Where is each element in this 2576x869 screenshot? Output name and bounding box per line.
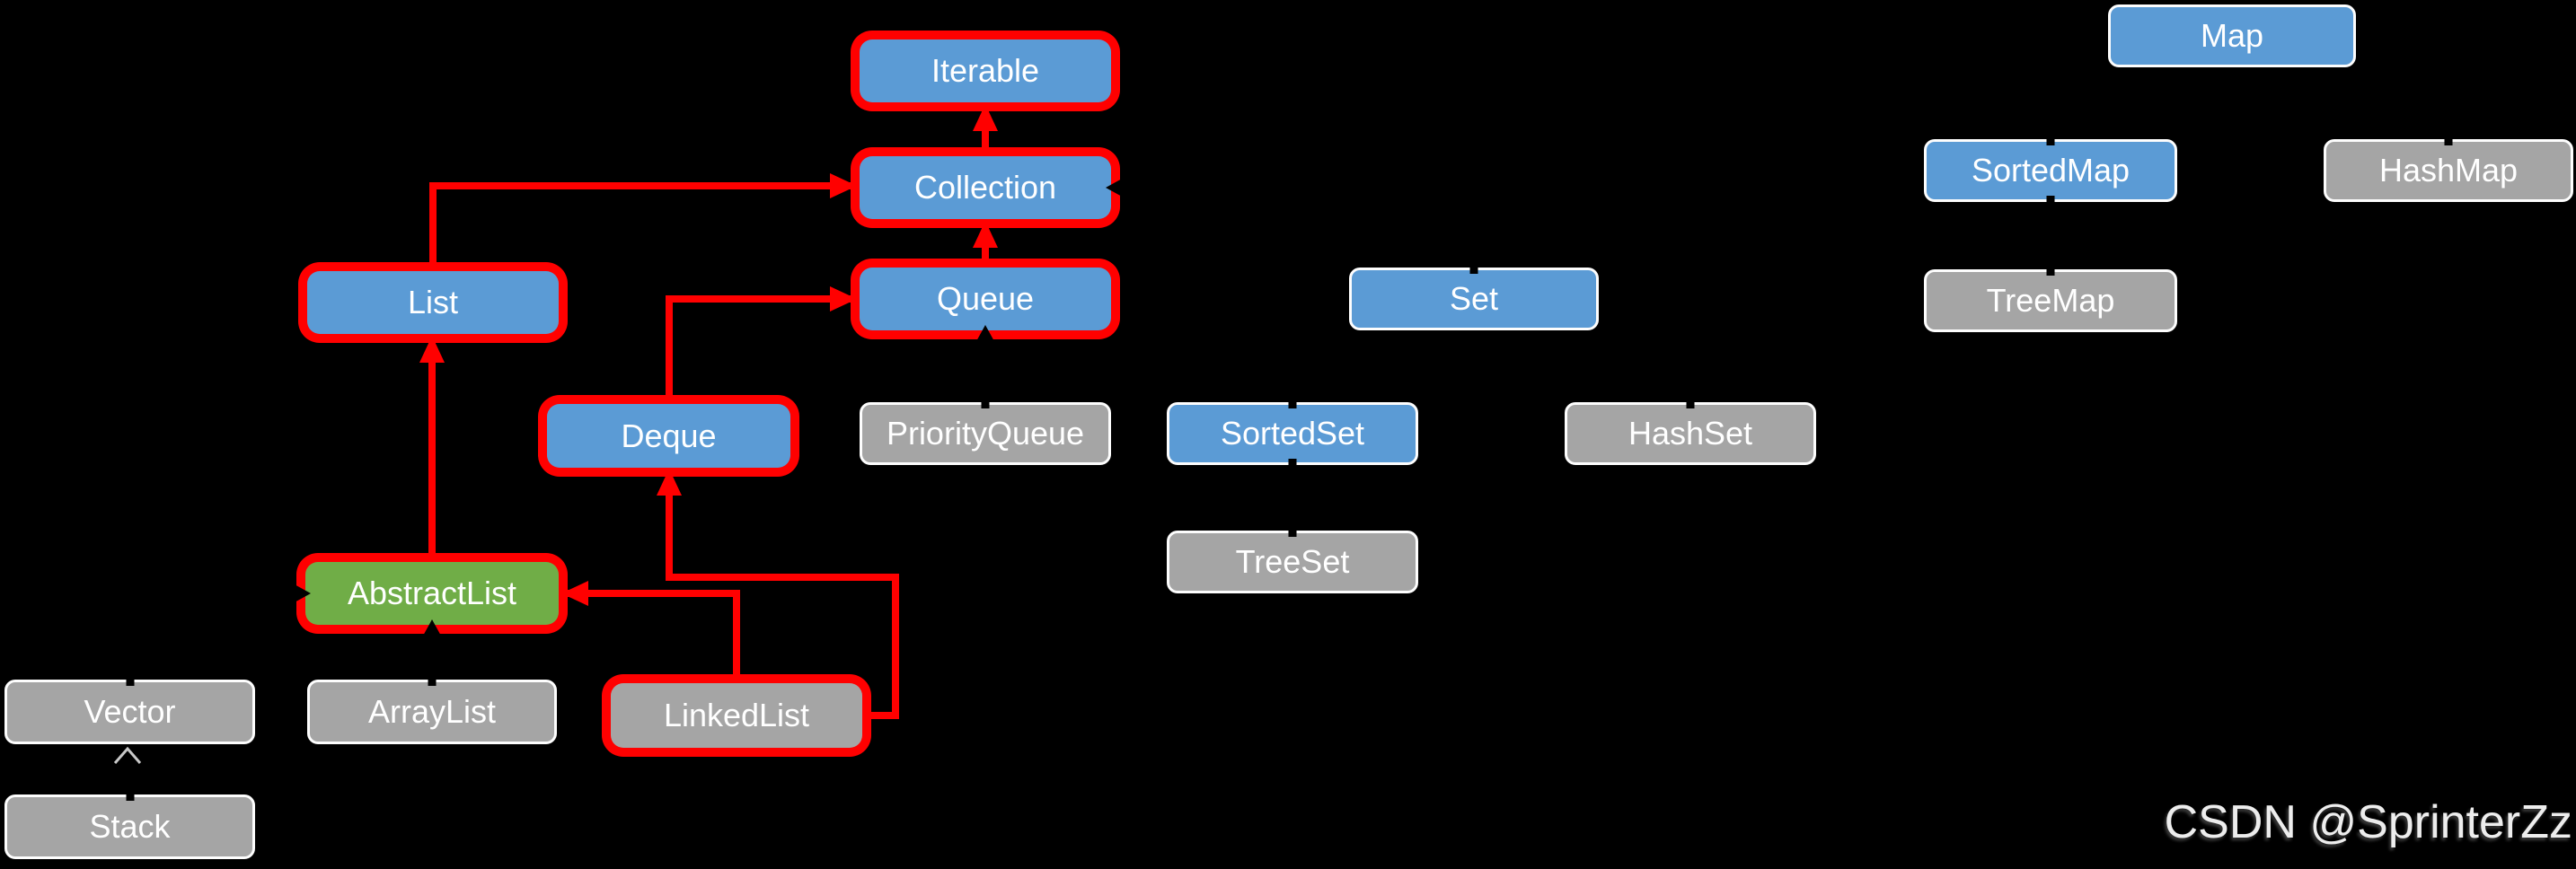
hidden-connector-tick-top (2444, 138, 2453, 145)
node-label: LinkedList (663, 697, 810, 733)
node-label: Set (1449, 280, 1499, 317)
node-label: List (407, 284, 459, 320)
hidden-arrowhead-notch-left (293, 584, 311, 603)
node-label: ArrayList (367, 693, 497, 730)
node-vector: Vector (4, 679, 255, 744)
node-queue: Queue (860, 268, 1111, 343)
edge-linkedlist-to-deque (657, 469, 899, 719)
hidden-arrowhead-notch-bottom (975, 325, 995, 343)
node-label: SortedMap (1971, 152, 2130, 189)
node-abstractlist: AbstractList (293, 562, 559, 637)
node-treeset: TreeSet (1167, 530, 1418, 593)
node-sortedmap: SortedMap (1924, 138, 2177, 203)
hidden-connector-tick-top (2046, 268, 2055, 276)
node-map: Map (2108, 4, 2356, 67)
node-deque: Deque (547, 404, 790, 468)
hidden-connector-tick-top (1288, 401, 1297, 408)
node-sortedset: SortedSet (1167, 401, 1418, 466)
hidden-connector-tick-top (428, 679, 437, 686)
node-label: HashMap (2378, 152, 2519, 189)
node-label: Stack (89, 808, 171, 845)
edge-list-to-collection (429, 173, 857, 273)
node-label: Deque (621, 417, 717, 454)
node-label: HashSet (1628, 415, 1753, 452)
node-hashmap: HashMap (2324, 138, 2573, 202)
hidden-connector-tick-top (1469, 267, 1478, 274)
hidden-connector-tick-top (981, 401, 990, 408)
hidden-connector-tick-top (126, 679, 134, 686)
node-label: Vector (84, 693, 176, 730)
node-set: Set (1349, 267, 1599, 330)
node-label: SortedSet (1220, 415, 1365, 452)
node-treemap: TreeMap (1924, 268, 2177, 332)
hidden-arrowhead-notch-bottom (422, 619, 442, 637)
node-label: Map (2200, 17, 2264, 54)
node-label: TreeMap (1986, 282, 2115, 319)
edge-deque-to-queue (666, 286, 857, 406)
edge-linkedlist-to-abstractlist (561, 581, 740, 685)
node-priorityqueue: PriorityQueue (860, 401, 1111, 465)
hidden-connector-tick-top (2046, 138, 2055, 145)
hidden-connector-tick-bottom (1288, 459, 1297, 466)
node-label: AbstractList (347, 575, 517, 611)
node-hashset: HashSet (1565, 401, 1816, 465)
node-stack: Stack (4, 794, 255, 859)
hidden-connector-tick-top (126, 794, 134, 801)
edge-stack-to-vector-arrowhead (113, 746, 142, 764)
node-iterable: Iterable (860, 40, 1111, 102)
node-label: TreeSet (1235, 543, 1350, 580)
node-list: List (307, 271, 559, 334)
hidden-arrowhead-notch-right (1106, 178, 1124, 198)
hidden-connector-tick-bottom (2046, 196, 2055, 203)
hidden-connector-tick-top (1288, 530, 1297, 537)
node-linkedlist: LinkedList (611, 683, 862, 748)
node-label: PriorityQueue (886, 415, 1085, 452)
node-label: Queue (936, 280, 1035, 317)
node-collection: Collection (860, 156, 1124, 219)
watermark: CSDN @SprinterZz (2164, 796, 2572, 848)
node-arraylist: ArrayList (307, 679, 557, 744)
edge-group (113, 104, 998, 764)
hidden-connector-tick-top (1686, 401, 1695, 408)
node-label: Collection (913, 169, 1057, 206)
node-label: Iterable (931, 52, 1040, 89)
